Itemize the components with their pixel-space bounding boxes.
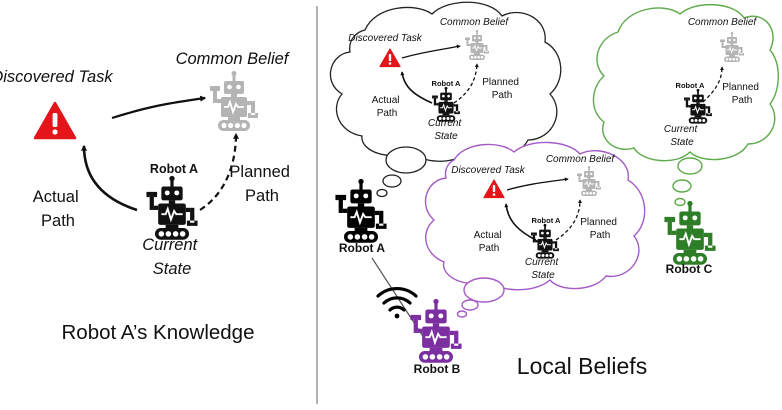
robot-c-thought-bubble: Common Belief Robot A Planned Path Curre… xyxy=(592,3,779,207)
svg-text:Current State: Current State xyxy=(664,124,700,148)
svg-text:Planned Path: Planned Path xyxy=(580,217,619,241)
svg-text:Robot A: Robot A xyxy=(676,81,705,90)
discovered-task-label: Discovered Task xyxy=(0,68,113,86)
svg-text:Discovered Task: Discovered Task xyxy=(451,165,526,176)
robot-a-thought-bubble: Discovered Task Common Belief Robot A Ac… xyxy=(329,1,562,198)
knowledge-caption: Robot A’s Knowledge xyxy=(62,321,255,344)
robot-c-name-label: Robot C xyxy=(666,262,713,276)
svg-text:Common Belief: Common Belief xyxy=(688,17,758,28)
planned-path-label: Planned Path xyxy=(229,163,294,205)
actual-path-arrow xyxy=(81,144,138,212)
svg-text:Robot A: Robot A xyxy=(432,79,461,88)
svg-text:Discovered Task: Discovered Task xyxy=(348,33,423,44)
svg-text:Common Belief: Common Belief xyxy=(546,154,616,165)
svg-text:Actual Path: Actual Path xyxy=(474,230,505,254)
svg-text:Actual Path: Actual Path xyxy=(372,95,403,119)
actual-path-label: Actual Path xyxy=(33,188,83,230)
common-belief-robot-icon xyxy=(209,70,259,132)
robot-a-label: Robot A xyxy=(150,162,198,176)
wifi-icon xyxy=(376,286,418,319)
robot-c-icon xyxy=(663,199,717,266)
robot-b-name-label: Robot B xyxy=(414,362,461,376)
task-to-belief-arrow xyxy=(111,95,207,120)
robot-a-icon xyxy=(334,177,388,244)
common-belief-label: Common Belief xyxy=(176,50,291,68)
svg-text:Current State: Current State xyxy=(428,118,464,142)
local-beliefs-caption: Local Beliefs xyxy=(517,353,647,379)
svg-text:Common Belief: Common Belief xyxy=(440,17,510,28)
planned-path-arrow xyxy=(199,132,239,211)
robot-a-name-label: Robot A xyxy=(339,241,386,255)
robot-b-thought-bubble: Discovered Task Common Belief Robot A Ac… xyxy=(424,141,646,318)
svg-text:Planned Path: Planned Path xyxy=(722,82,761,106)
robot-a-knowledge-panel: Discovered Task Common Belief Robot A Ac… xyxy=(0,50,294,344)
svg-text:Robot A: Robot A xyxy=(532,216,561,225)
local-beliefs-panel: Discovered Task Common Belief Robot A Ac… xyxy=(329,1,779,379)
current-robot-icon xyxy=(145,174,199,241)
current-state-label: Current State xyxy=(142,236,202,278)
warning-triangle-icon xyxy=(33,101,77,140)
svg-text:Planned Path: Planned Path xyxy=(482,77,521,101)
svg-text:Current State: Current State xyxy=(525,257,561,281)
robot-b-icon xyxy=(409,297,463,364)
